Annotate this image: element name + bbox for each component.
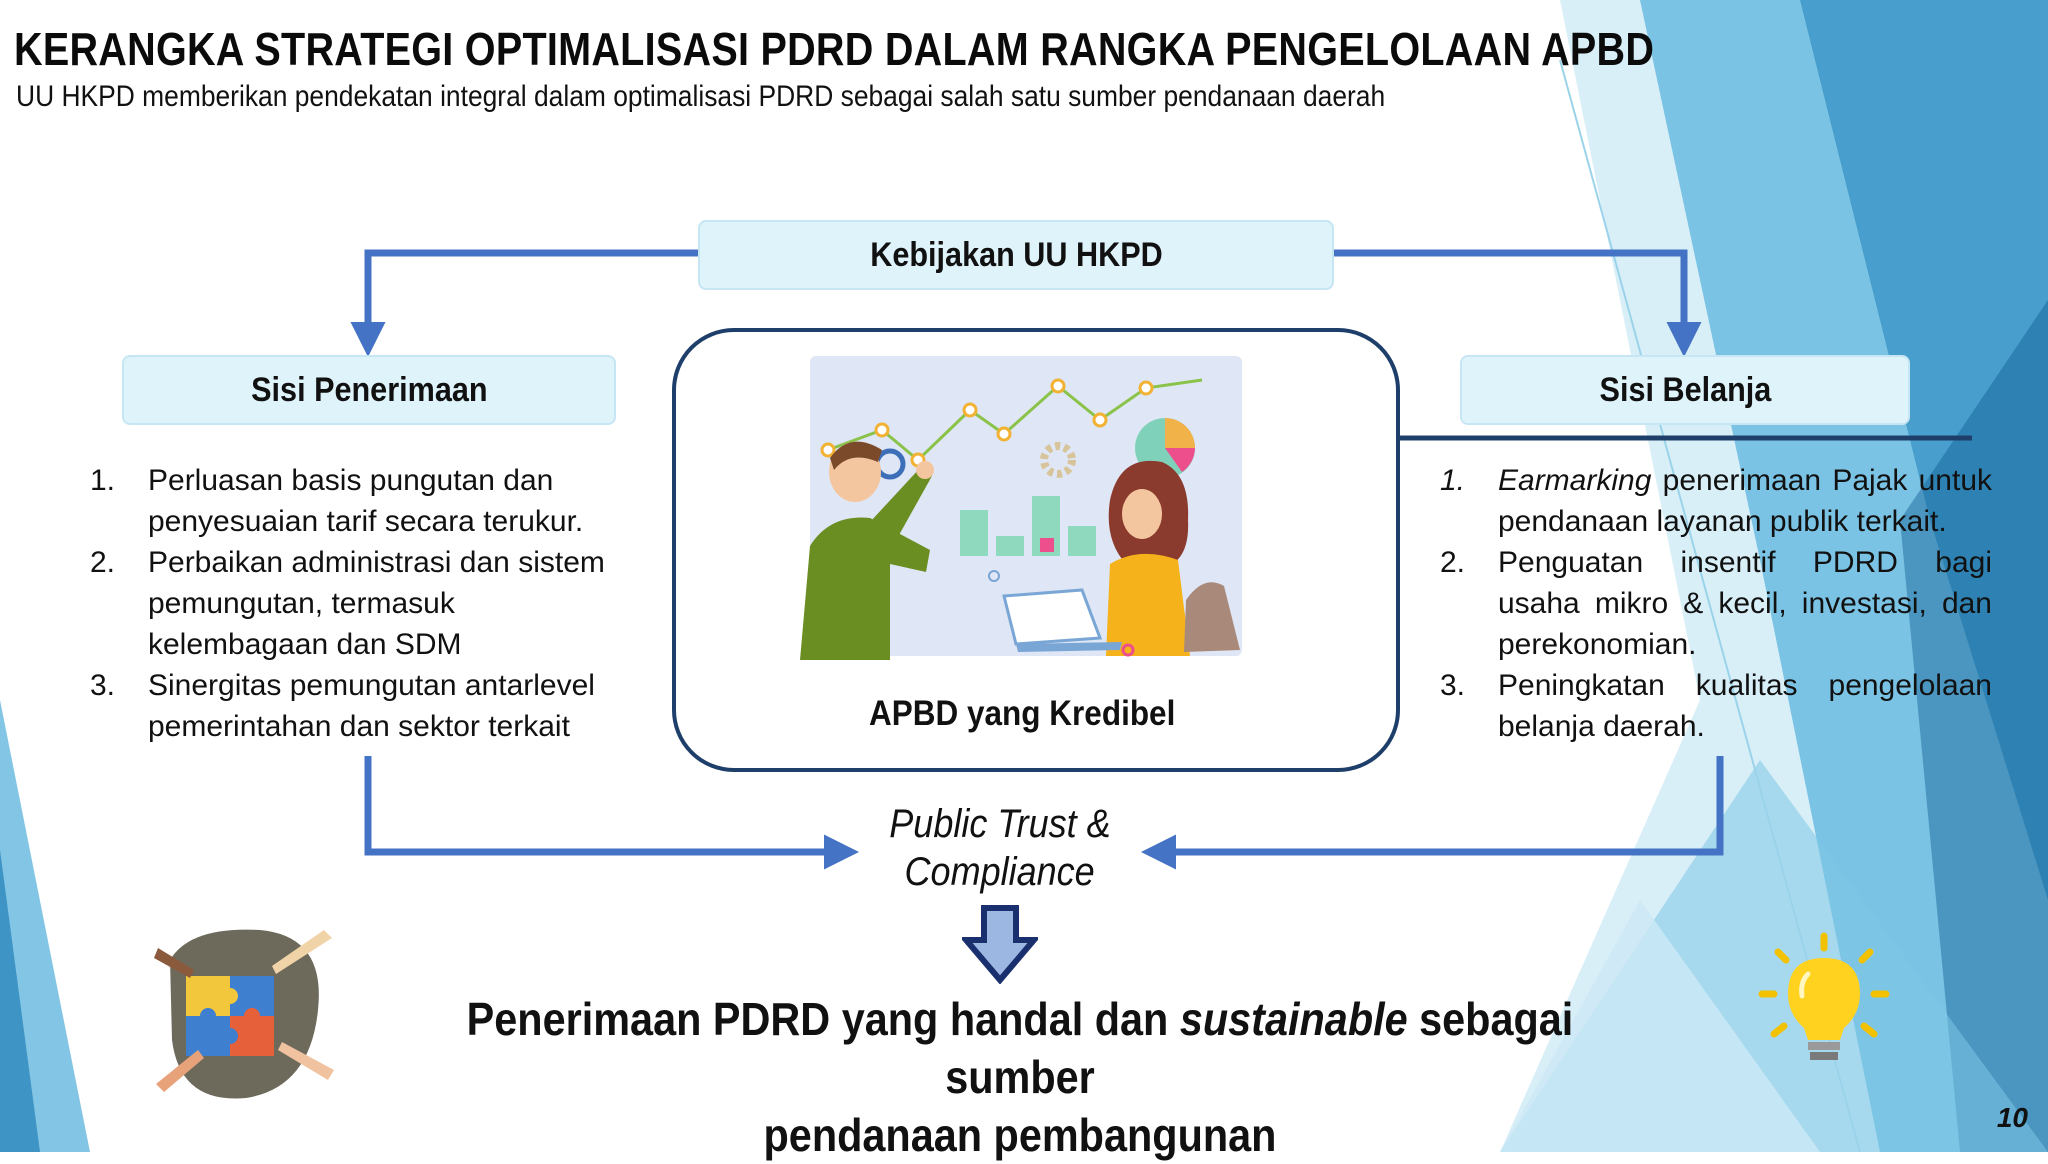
list-item-text: Perbaikan administrasi dan sistem pemung… (148, 546, 605, 661)
list-item-text: Penguatan insentif PDRD bagi usaha mikro… (1498, 546, 1992, 661)
policy-box-label: Kebijakan UU HKPD (869, 235, 1163, 274)
revenue-side-heading: Sisi Penerimaan (122, 355, 616, 425)
page-number: 10 (1996, 1102, 2028, 1133)
outcome-text-emph: sustainable (1179, 993, 1408, 1045)
spending-list: 1. Earmarking penerimaan Pajak untuk pen… (1440, 460, 1992, 747)
list-item: 1. Earmarking penerimaan Pajak untuk pen… (1440, 460, 1992, 542)
list-item-text-rest: penerimaan Pajak untuk pendanaan layanan… (1498, 464, 1992, 538)
list-item: 3. Peningkatan kualitas pengelolaan bela… (1440, 665, 1992, 747)
arrow-left-to-trust (364, 756, 859, 870)
public-trust-line2: Compliance (904, 850, 1096, 894)
list-item-text: Sinergitas pemungutan antarlevel pemerin… (148, 669, 595, 743)
arrow-top-to-left (350, 249, 698, 357)
revenue-side-heading-label: Sisi Penerimaan (250, 370, 488, 409)
lightbulb-icon (1758, 932, 1890, 1060)
outcome-line2: pendanaan pembangunan (763, 1109, 1277, 1161)
policy-box: Kebijakan UU HKPD (698, 220, 1334, 290)
arrow-top-to-right (1332, 249, 1702, 357)
arrow-right-to-trust (1141, 756, 1724, 870)
list-item: 1. Perluasan basis pungutan dan penyesua… (90, 460, 620, 542)
public-trust-label: Public Trust & Compliance (850, 800, 1150, 896)
list-item: 3. Sinergitas pemungutan antarlevel peme… (90, 665, 620, 747)
public-trust-line1: Public Trust & (889, 802, 1111, 846)
list-item-number: 2. (90, 546, 116, 579)
down-arrow-icon (962, 905, 1038, 984)
list-item-number: 1. (90, 464, 116, 497)
spending-side-heading: Sisi Belanja (1460, 355, 1910, 425)
page-subtitle: UU HKPD memberikan pendekatan integral d… (16, 80, 1386, 113)
page-title: KERANGKA STRATEGI OPTIMALISASI PDRD DALA… (14, 23, 1655, 75)
list-item-text: Peningkatan kualitas pengelolaan belanja… (1498, 669, 1992, 743)
list-item-number: 1. (1440, 464, 1466, 497)
list-item: 2. Penguatan insentif PDRD bagi usaha mi… (1440, 542, 1992, 665)
outcome-text-pre: Penerimaan PDRD yang handal dan (466, 993, 1180, 1045)
puzzle-hands-icon (154, 929, 334, 1099)
spending-side-heading-label: Sisi Belanja (1599, 370, 1771, 409)
list-item-text: Perluasan basis pungutan dan penyesuaian… (148, 464, 584, 538)
outcome-line1: Penerimaan PDRD yang handal dan sustaina… (408, 990, 1632, 1106)
revenue-list: 1. Perluasan basis pungutan dan penyesua… (90, 460, 620, 747)
list-item-text: Earmarking penerimaan Pajak untuk pendan… (1498, 460, 1992, 542)
outcome-text-post: sebagai sumber (945, 993, 1574, 1103)
list-item-number: 2. (1440, 546, 1466, 579)
credible-budget-label: APBD yang Kredibel (672, 694, 1372, 734)
credible-budget-label-text: APBD yang Kredibel (868, 694, 1176, 733)
chart-analysis-illustration (800, 356, 1242, 660)
list-item-number: 3. (90, 669, 116, 702)
list-item-number: 3. (1440, 669, 1466, 702)
outcome-statement: Penerimaan PDRD yang handal dan sustaina… (340, 990, 1700, 1164)
earmarking-term: Earmarking (1498, 464, 1652, 497)
list-item: 2. Perbaikan administrasi dan sistem pem… (90, 542, 620, 665)
